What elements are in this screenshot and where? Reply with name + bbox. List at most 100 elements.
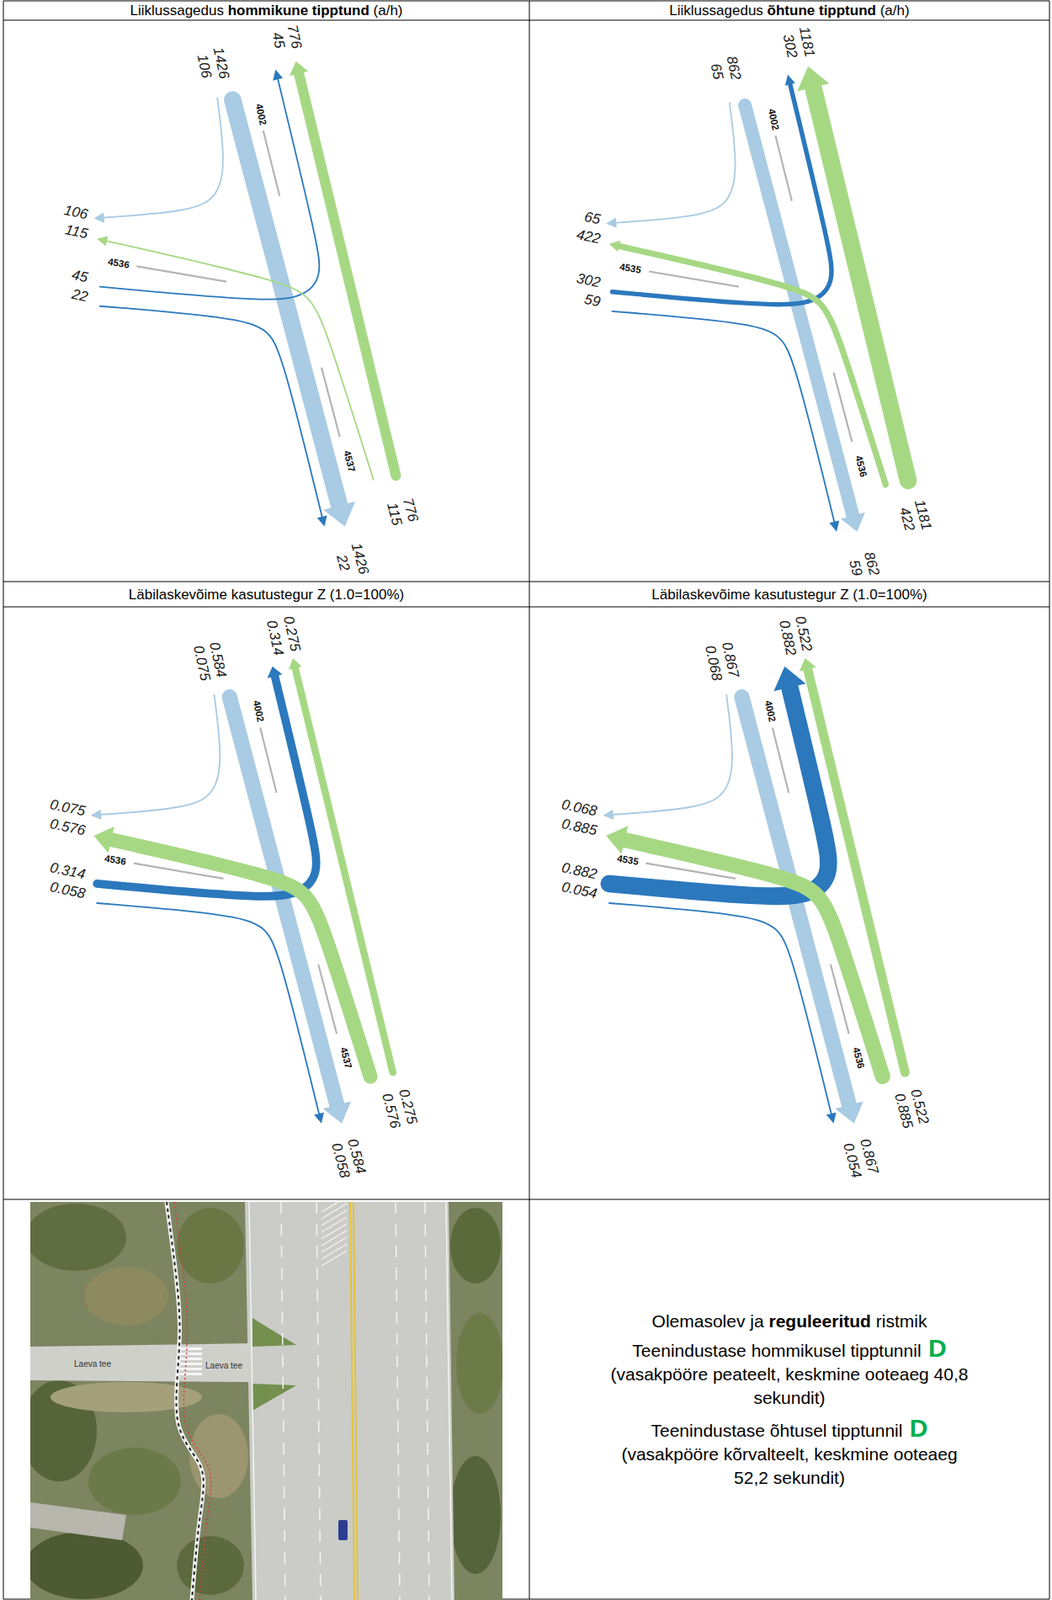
result-text: ristmik	[876, 1311, 928, 1331]
flow-diagram	[605, 66, 909, 532]
map-label: Laeva tee	[205, 1360, 243, 1371]
boundary-line	[174, 1201, 212, 1600]
header-cell: Liiklussagedusõhtune tipptund(a/h)	[529, 0, 1050, 21]
column-header: Liiklussagedus	[129, 1, 224, 20]
tree-patch	[176, 1207, 245, 1284]
flow-value: 1426	[347, 541, 372, 577]
link-marker	[775, 135, 792, 202]
column-header: hommikune tipptund	[228, 1, 370, 20]
arrow-head	[828, 520, 840, 532]
flow-value: 45	[70, 267, 90, 287]
result-line: Olemasolev jareguleeritudristmik	[652, 1309, 928, 1334]
traffic-flow	[799, 658, 906, 1073]
arrow-head	[289, 61, 309, 76]
road-marking	[321, 1243, 347, 1260]
result-line: Teenindustase õhtusel tipptunnilD	[651, 1416, 929, 1443]
road-marking	[249, 1201, 256, 1600]
flow-value: 115	[63, 222, 90, 243]
link-id: 4002	[254, 102, 270, 127]
result-text: Teenindustase õhtusel tipptunnil	[651, 1420, 904, 1440]
arrow-head	[288, 658, 303, 670]
tree-patch	[84, 1266, 169, 1326]
link-marker	[263, 130, 280, 197]
column-header: (a/h)	[880, 1, 910, 20]
flow-band	[100, 306, 323, 519]
result-line: (vasakpööre kõrvalteelt, keskmine ooteae…	[602, 1442, 978, 1490]
traffic-flow	[229, 696, 351, 1124]
map-label: Laeva tee	[74, 1359, 112, 1369]
arrow-head	[785, 74, 796, 86]
table-rule	[1049, 0, 1051, 1600]
result-text: reguleeritud	[769, 1311, 872, 1331]
result-text: (vasakpööre kõrvalteelt, keskmine ooteae…	[621, 1444, 957, 1488]
tree-patch	[450, 1455, 501, 1574]
traffic-flow	[96, 235, 374, 479]
link-id: 4002	[250, 699, 266, 723]
traffic-flow	[100, 306, 328, 527]
flow-value: 65	[706, 62, 726, 81]
traffic-flow	[609, 903, 837, 1124]
main-road	[244, 1201, 455, 1600]
road-marking	[321, 1203, 347, 1219]
road-marking	[321, 1250, 347, 1266]
column-header: Liiklussagedus	[669, 1, 764, 20]
traffic-flow	[744, 105, 866, 532]
arrow-head	[826, 1112, 837, 1124]
column-header: Läbilaskevõime kasutustegur Z (1.0=100%)	[128, 585, 404, 604]
crosswalk	[180, 1362, 202, 1366]
flow-band	[611, 695, 733, 815]
road-marking	[395, 1201, 400, 1600]
arrow-head	[94, 826, 115, 853]
result-text: D	[909, 1413, 929, 1442]
flow-band	[105, 240, 374, 480]
flow-band	[616, 245, 886, 485]
traffic-flow	[289, 61, 396, 476]
flow-band	[100, 77, 320, 300]
road-marking	[425, 1201, 430, 1600]
tree-patch	[189, 1413, 249, 1499]
link-marker	[260, 727, 277, 793]
flow-band	[812, 83, 909, 481]
flow-value: 0.054	[560, 879, 600, 903]
tree-patch	[30, 1203, 127, 1271]
arrow-head	[840, 512, 866, 532]
flow-band	[611, 311, 835, 524]
header-cell: Läbilaskevõime kasutustegur Z (1.0=100%)	[529, 581, 1050, 607]
link-id: 4536	[103, 853, 127, 868]
traffic-flow	[796, 66, 909, 481]
crosswalk	[180, 1347, 202, 1350]
link-id: 4535	[619, 260, 643, 276]
table-rule	[3, 0, 5, 1600]
arrow-head	[605, 217, 617, 229]
traffic-flow	[94, 826, 372, 1077]
table-rule	[3, 581, 1050, 583]
result-text: D	[928, 1333, 947, 1362]
result-line: (vasakpööre peateelt, keskmine ooteaeg 4…	[602, 1362, 978, 1410]
table-rule	[3, 0, 1050, 2]
traffic-flow	[96, 903, 325, 1124]
traffic-flow	[288, 658, 394, 1073]
arrow-head	[96, 235, 108, 246]
flow-value: 59	[582, 292, 601, 311]
aerial-photo	[30, 1201, 503, 1600]
crosswalk	[180, 1367, 202, 1371]
tree-patch	[50, 1381, 202, 1413]
link-id: 4535	[616, 853, 639, 868]
flow-value: 22	[333, 553, 353, 574]
column-header: õhtune tipptund	[767, 1, 877, 20]
tree-patch	[456, 1312, 503, 1414]
flow-diagram	[94, 61, 397, 527]
traffic-flow	[90, 695, 220, 820]
tree-patch	[30, 1531, 144, 1600]
table-rule	[3, 20, 1050, 22]
flow-band	[107, 839, 371, 1077]
flow-band	[807, 667, 905, 1074]
traffic-flow	[611, 311, 840, 532]
arrow-head	[603, 809, 615, 820]
tree-patch	[176, 1535, 245, 1595]
traffic-flow	[603, 695, 733, 820]
flow-value: 302	[574, 270, 602, 292]
link-id: 4002	[765, 107, 782, 132]
